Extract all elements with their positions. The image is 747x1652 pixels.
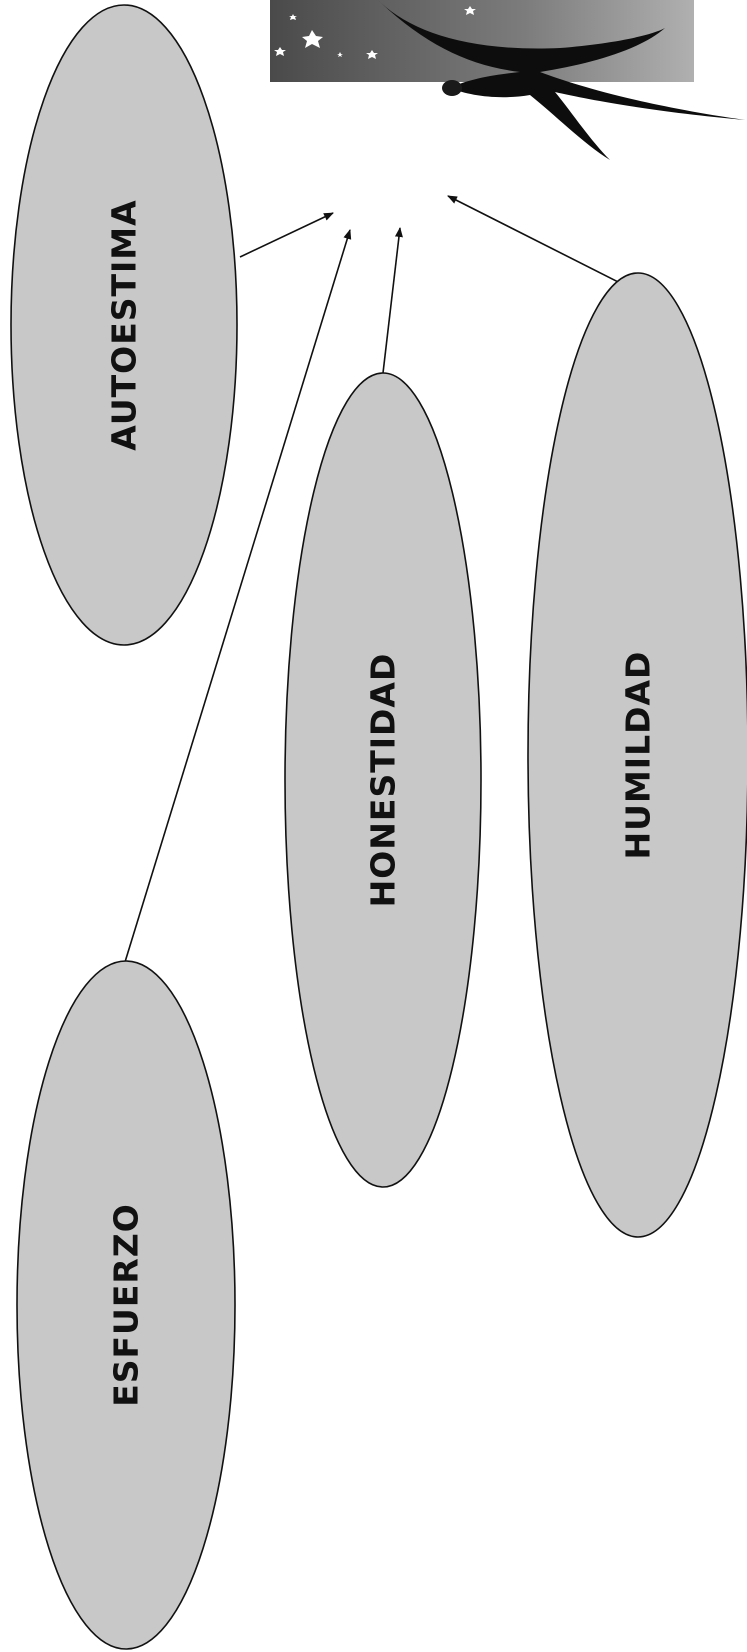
star-icon [274, 6, 476, 59]
node-label: HUMILDAD [619, 651, 658, 860]
node-humildad: HUMILDAD [527, 272, 747, 1238]
shooting-star-trail [378, 0, 745, 160]
arrow-esfuerzo [124, 229, 352, 963]
connectors [124, 195, 639, 963]
node-label: HONESTIDAD [364, 653, 403, 908]
node-autoestima: AUTOESTIMA [10, 4, 238, 646]
node-esfuerzo: ESFUERZO [16, 960, 236, 1650]
arrow-honestidad [382, 227, 403, 374]
arrow-humildad [447, 195, 639, 293]
node-honestidad: HONESTIDAD [284, 372, 482, 1188]
arrow-autoestima [239, 212, 334, 258]
node-label: ESFUERZO [107, 1203, 146, 1407]
node-label: AUTOESTIMA [105, 199, 144, 450]
shooting-star-image [270, 0, 745, 160]
